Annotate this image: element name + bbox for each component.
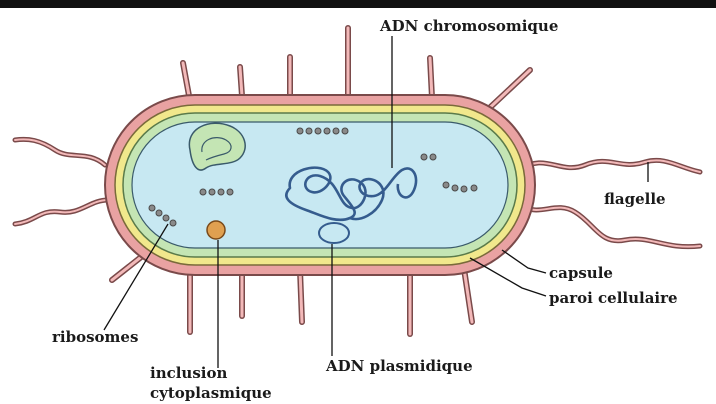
cytoplasmic-inclusion (207, 221, 225, 239)
label-capsule: capsule (549, 264, 613, 282)
label-adn-chromosomique: ADN chromosomique (379, 17, 558, 35)
label-inclusion-line2: cytoplasmique (150, 384, 272, 402)
label-adn-plasmidique: ADN plasmidique (325, 357, 473, 375)
top-rule (0, 0, 716, 8)
capsule-leader (502, 250, 546, 273)
label-flagelle: flagelle (604, 190, 666, 208)
label-paroi-cellulaire: paroi cellulaire (549, 289, 678, 307)
label-ribosomes: ribosomes (52, 328, 138, 346)
label-inclusion-line1: inclusion (150, 364, 227, 382)
